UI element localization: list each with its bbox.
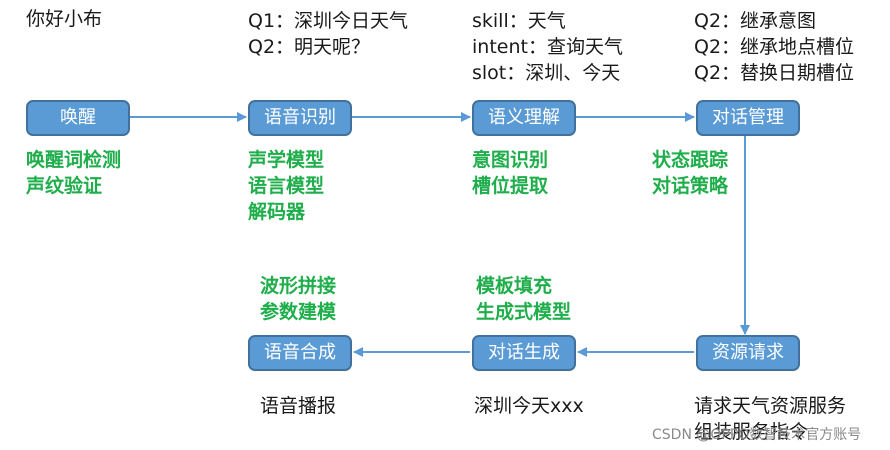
- tech-nlg-2: 生成式模型: [476, 301, 572, 323]
- nlu-skill: skill：天气: [472, 10, 566, 32]
- tech-dm-1: 状态跟踪: [652, 149, 729, 171]
- tech-tts-1: 波形拼接: [260, 275, 337, 297]
- output-resource-1: 请求天气资源服务: [694, 395, 847, 417]
- node-tts: 语音合成: [248, 335, 352, 371]
- nlu-slot: slot：深圳、今天: [472, 62, 621, 84]
- node-nlu: 语义理解: [472, 100, 576, 136]
- tech-nlu-2: 槽位提取: [472, 175, 549, 197]
- nlu-intent: intent：查询天气: [472, 36, 623, 58]
- tech-tts-2: 参数建模: [260, 301, 337, 323]
- output-resource-2: 组装服务指令: [694, 421, 809, 443]
- asr-query-1: Q1：深圳今日天气: [248, 10, 409, 32]
- node-asr: 语音识别: [248, 100, 352, 136]
- node-resource: 资源请求: [696, 335, 800, 371]
- tech-nlu-1: 意图识别: [472, 149, 549, 171]
- dm-q2-location: Q2：继承地点槽位: [694, 36, 855, 58]
- tech-wake-1: 唤醒词检测: [26, 149, 122, 171]
- tech-asr-1: 声学模型: [248, 149, 325, 171]
- output-nlg: 深圳今天xxx: [474, 395, 584, 417]
- tech-asr-2: 语言模型: [248, 175, 325, 197]
- asr-query-2: Q2：明天呢？: [248, 36, 371, 58]
- node-dm: 对话管理: [696, 100, 800, 136]
- output-tts: 语音播报: [260, 395, 337, 417]
- dm-q2-intent: Q2：继承意图: [694, 10, 817, 32]
- node-wake: 唤醒: [26, 100, 130, 136]
- tech-wake-2: 声纹验证: [26, 175, 103, 197]
- tech-asr-3: 解码器: [248, 201, 306, 223]
- tech-nlg-1: 模板填充: [476, 275, 553, 297]
- tech-dm-2: 对话策略: [652, 175, 729, 197]
- dm-q2-date: Q2：替换日期槽位: [694, 62, 855, 84]
- node-nlg: 对话生成: [472, 335, 576, 371]
- watermark: CSDN @OPPO数智技术官方账号: [652, 427, 862, 443]
- wake-phrase: 你好小布: [26, 8, 103, 30]
